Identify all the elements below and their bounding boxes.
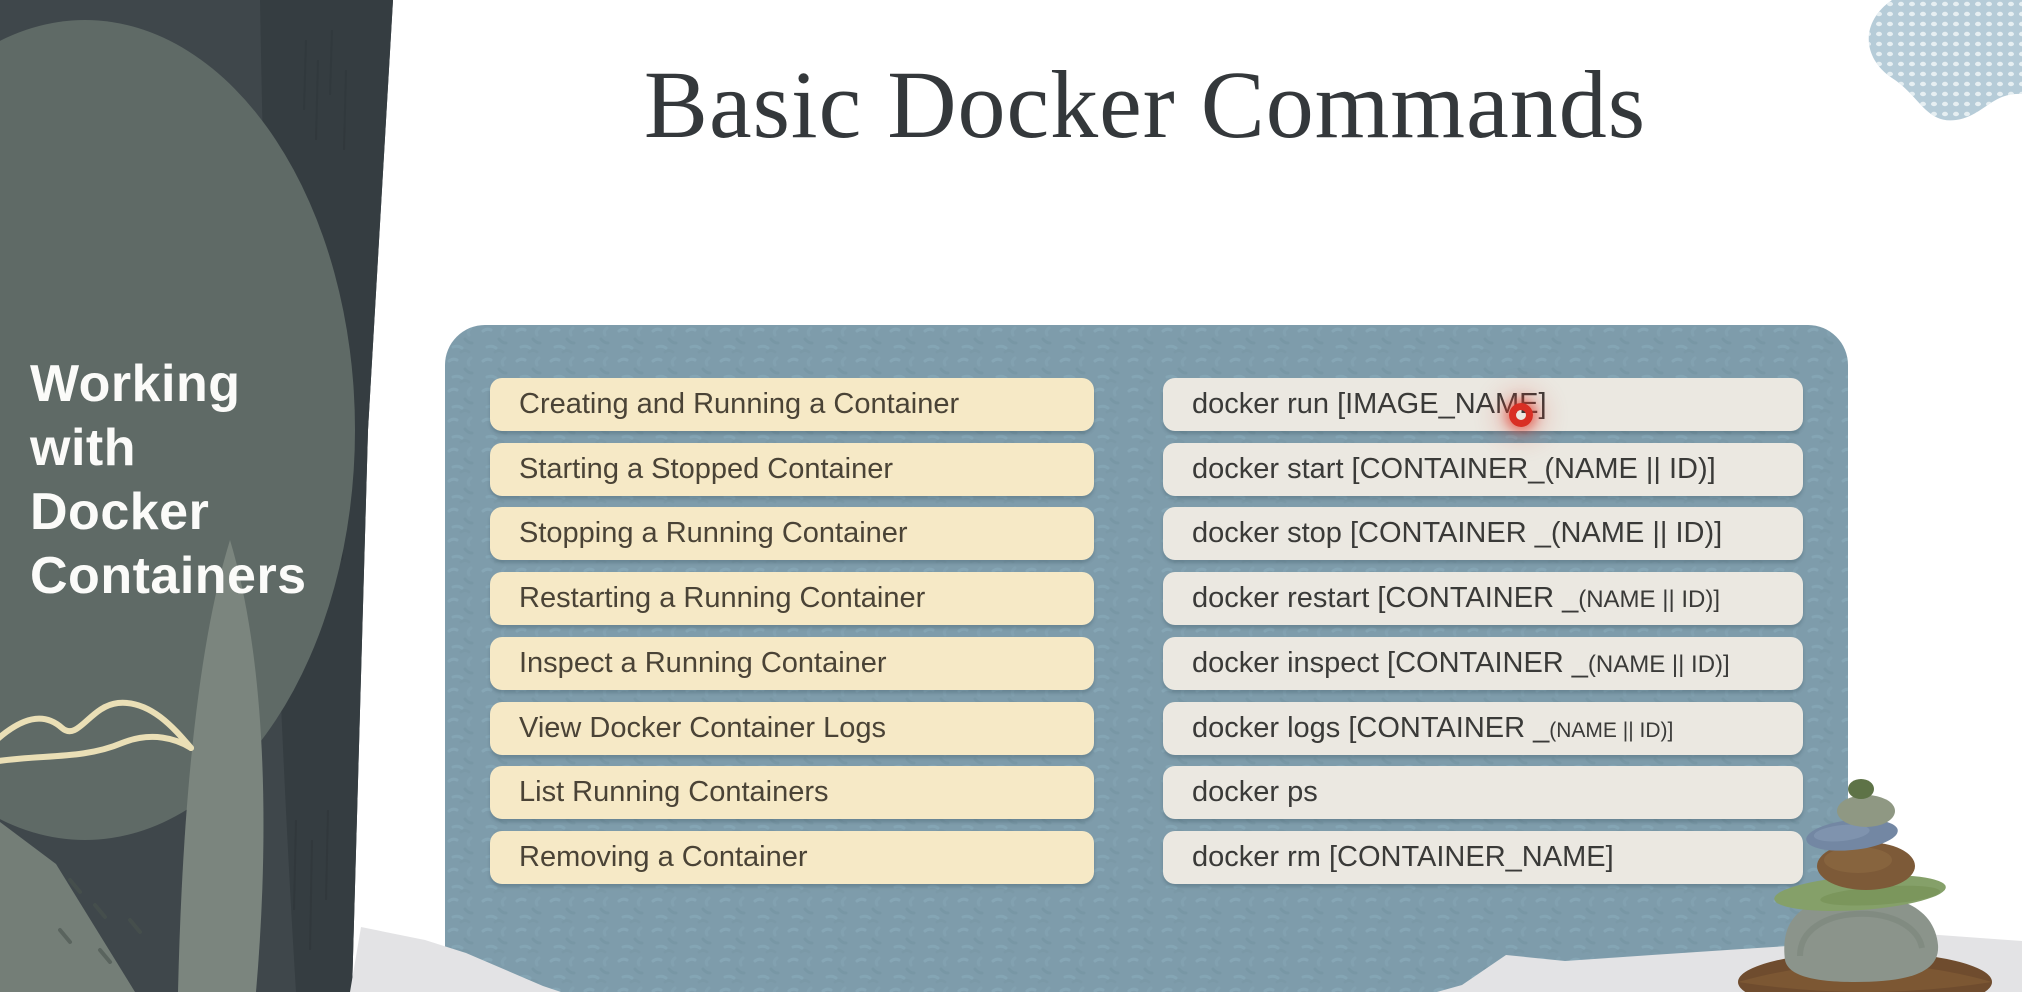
command-pill: docker restart [CONTAINER _(NAME || ID)] bbox=[1163, 572, 1803, 625]
command-pill: docker ps bbox=[1163, 766, 1803, 819]
task-label: Stopping a Running Container bbox=[519, 517, 908, 549]
command-pill: docker rm [CONTAINER_NAME] bbox=[1163, 831, 1803, 884]
page-title: Basic Docker Commands bbox=[643, 51, 1647, 158]
task-pill: View Docker Container Logs bbox=[490, 702, 1094, 755]
command-text: docker ps bbox=[1192, 776, 1318, 808]
task-pill: Restarting a Running Container bbox=[490, 572, 1094, 625]
command-pill: docker logs [CONTAINER _(NAME || ID)] bbox=[1163, 702, 1803, 755]
command-text: docker inspect [CONTAINER _ bbox=[1192, 647, 1588, 679]
command-text: docker stop [CONTAINER _(NAME || ID)] bbox=[1192, 517, 1723, 549]
task-pill: List Running Containers bbox=[490, 766, 1094, 819]
command-text-small: (NAME || ID)] bbox=[1549, 719, 1674, 742]
task-label: Restarting a Running Container bbox=[519, 582, 926, 614]
command-text: docker rm [CONTAINER_NAME] bbox=[1192, 841, 1614, 873]
dotted-blob-icon bbox=[1868, 0, 2022, 121]
task-label: Starting a Stopped Container bbox=[519, 453, 894, 485]
command-text: docker run [IMAGE_NAME] bbox=[1192, 388, 1547, 420]
command-text: docker start [CONTAINER_(NAME || ID)] bbox=[1192, 453, 1716, 485]
sidebar-artwork bbox=[0, 0, 393, 992]
command-text: docker logs [CONTAINER _ bbox=[1192, 712, 1550, 744]
command-pill: docker inspect [CONTAINER _(NAME || ID)] bbox=[1163, 637, 1803, 690]
command-pill: docker run [IMAGE_NAME] bbox=[1163, 378, 1803, 431]
task-label: View Docker Container Logs bbox=[519, 712, 886, 744]
task-pill: Stopping a Running Container bbox=[490, 507, 1094, 560]
command-text: docker restart [CONTAINER _ bbox=[1192, 582, 1579, 614]
stone-cairn-icon bbox=[1738, 779, 1992, 992]
command-pill: docker start [CONTAINER_(NAME || ID)] bbox=[1163, 443, 1803, 496]
task-pill: Removing a Container bbox=[490, 831, 1094, 884]
task-pill: Inspect a Running Container bbox=[490, 637, 1094, 690]
task-label: Creating and Running a Container bbox=[519, 388, 960, 420]
task-pill: Starting a Stopped Container bbox=[490, 443, 1094, 496]
task-label: List Running Containers bbox=[519, 776, 829, 808]
command-text-small: (NAME || ID)] bbox=[1578, 586, 1721, 613]
command-text-small: (NAME || ID)] bbox=[1587, 651, 1730, 678]
sidebar-title: Working with Docker Containers bbox=[30, 355, 307, 605]
task-label: Inspect a Running Container bbox=[519, 647, 887, 679]
cursor-click-indicator-icon bbox=[1509, 403, 1533, 427]
command-pill: docker stop [CONTAINER _(NAME || ID)] bbox=[1163, 507, 1803, 560]
squiggle-line-icon bbox=[0, 699, 194, 765]
task-pill: Creating and Running a Container bbox=[490, 378, 1094, 431]
task-label: Removing a Container bbox=[519, 841, 808, 873]
